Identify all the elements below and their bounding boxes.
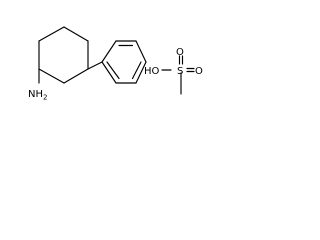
bond-ph4-ph5: [135, 61, 147, 84]
sulfur-label: S: [177, 66, 183, 77]
phenyl-ring: [87, 40, 147, 84]
methanesulfonic-acid: HO S O O: [144, 47, 203, 95]
amine-group: NH2: [28, 68, 47, 102]
oxygen-right-label: O: [195, 66, 203, 77]
structure-canvas: NH2 HO S O O: [28, 26, 203, 102]
nh-text: NH: [28, 89, 43, 100]
nh2-label: NH2: [28, 89, 47, 102]
double-bond-inner-3: [106, 61, 120, 80]
hydroxyl-label: HO: [144, 66, 160, 77]
double-bond-inner-2: [131, 61, 142, 80]
bond-c5-c6: [38, 68, 65, 84]
nh2-subscript: 2: [43, 94, 47, 102]
oxygen-top-label: O: [176, 47, 184, 58]
bond-ph1-ph2: [101, 40, 117, 63]
bond-c4-c5: [63, 68, 89, 84]
bond-ph3-ph4: [135, 40, 147, 63]
bond-ring-to-phenyl: [87, 61, 103, 70]
bond-ph6-ph1: [101, 61, 117, 84]
cyclohexane-ring: [38, 26, 89, 84]
bond-c1-c2: [38, 26, 65, 42]
bond-c2-c3: [63, 26, 89, 42]
